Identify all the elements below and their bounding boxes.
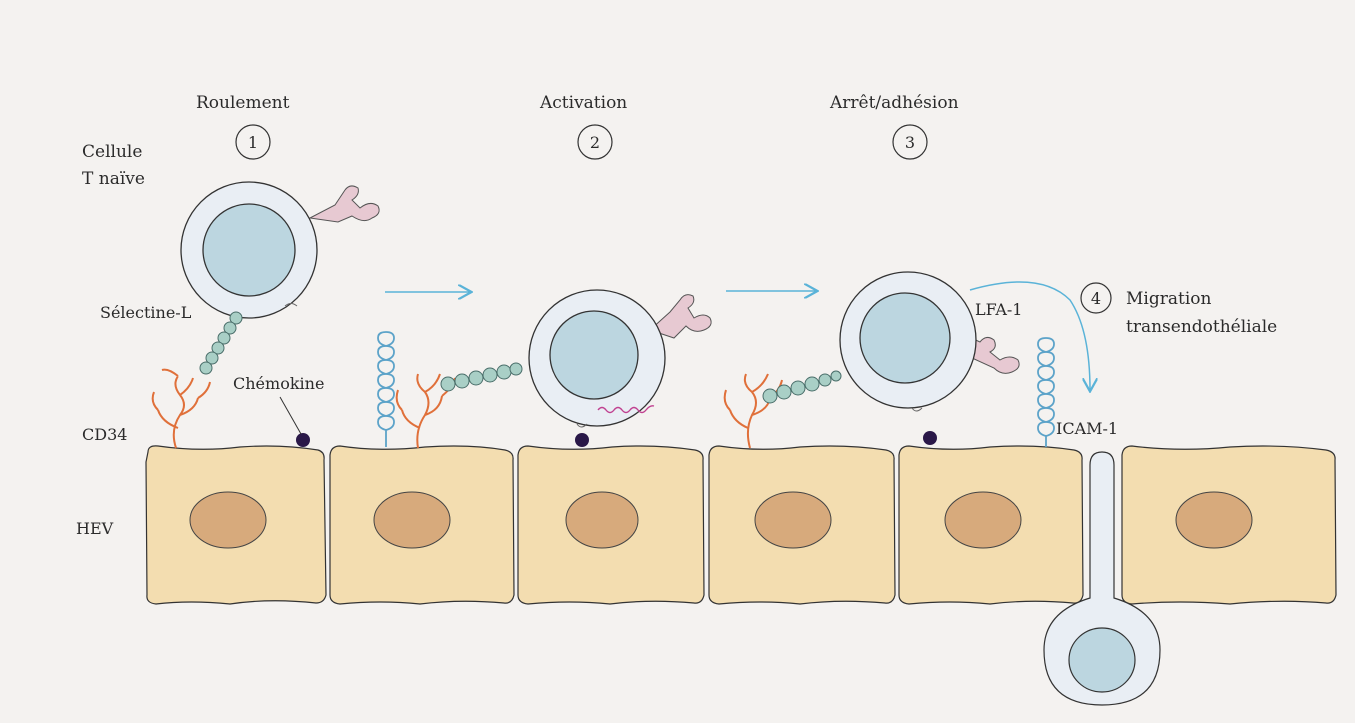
- chemokine-dot-1: [296, 433, 310, 447]
- step-number-4: 4: [1091, 289, 1101, 308]
- step-number-1: 1: [248, 133, 258, 152]
- selectin-l-chain-1: [200, 312, 242, 374]
- endothelial-nucleus-2: [374, 492, 450, 548]
- label-chemokine: Chémokine: [233, 374, 324, 393]
- selectin-l-chain-2: [441, 363, 522, 391]
- cd34-1: [153, 370, 210, 448]
- t-cell-1-nucleus: [203, 204, 295, 296]
- endothelial-nucleus-5: [945, 492, 1021, 548]
- label-cd34: CD34: [82, 425, 127, 444]
- step-number-3: 3: [905, 133, 915, 152]
- t-cell-2-nucleus: [550, 311, 638, 399]
- label-selectin-l: Sélectine-L: [100, 303, 192, 322]
- label-pointers: [280, 397, 301, 434]
- step-label-migration-1: Migration: [1126, 289, 1211, 309]
- migrating-cell-nucleus: [1069, 628, 1135, 692]
- icam1-coil: [1038, 338, 1054, 447]
- t-cell-rolling: [181, 182, 379, 374]
- label-hev: HEV: [76, 519, 114, 538]
- label-icam1: ICAM-1: [1056, 419, 1118, 438]
- receptor-pink-1: [310, 186, 379, 222]
- endothelial-nucleus-6: [1176, 492, 1252, 548]
- step-number-2: 2: [590, 133, 600, 152]
- chemokine-receptor-coil-1: [378, 332, 394, 447]
- arrow-migration: [970, 282, 1090, 390]
- chemokines: [296, 431, 937, 447]
- t-cell-arrest: [763, 272, 1019, 411]
- step-label-roulement: Roulement: [196, 93, 290, 113]
- pointer-chemokine: [280, 397, 301, 434]
- chemokine-dot-3: [923, 431, 937, 445]
- step-label-arret: Arrêt/adhésion: [829, 93, 959, 113]
- t-cell-activation: [441, 290, 711, 427]
- label-cellule: Cellule: [82, 142, 142, 162]
- endothelium: [146, 446, 1336, 604]
- step-label-activation: Activation: [539, 93, 627, 113]
- endothelial-nucleus-4: [755, 492, 831, 548]
- selectin-l-chain-3: [763, 371, 841, 403]
- t-cell-3-nucleus: [860, 293, 950, 383]
- cd34-3: [725, 374, 782, 448]
- label-lfa1: LFA-1: [975, 300, 1022, 319]
- endothelial-nucleus-1: [190, 492, 266, 548]
- endothelial-nucleus-3: [566, 492, 638, 548]
- step-label-migration-2: transendothéliale: [1126, 317, 1277, 337]
- chemokine-dot-2: [575, 433, 589, 447]
- label-t-naive: T naïve: [82, 169, 145, 189]
- t-cell-3-contact: [912, 408, 922, 411]
